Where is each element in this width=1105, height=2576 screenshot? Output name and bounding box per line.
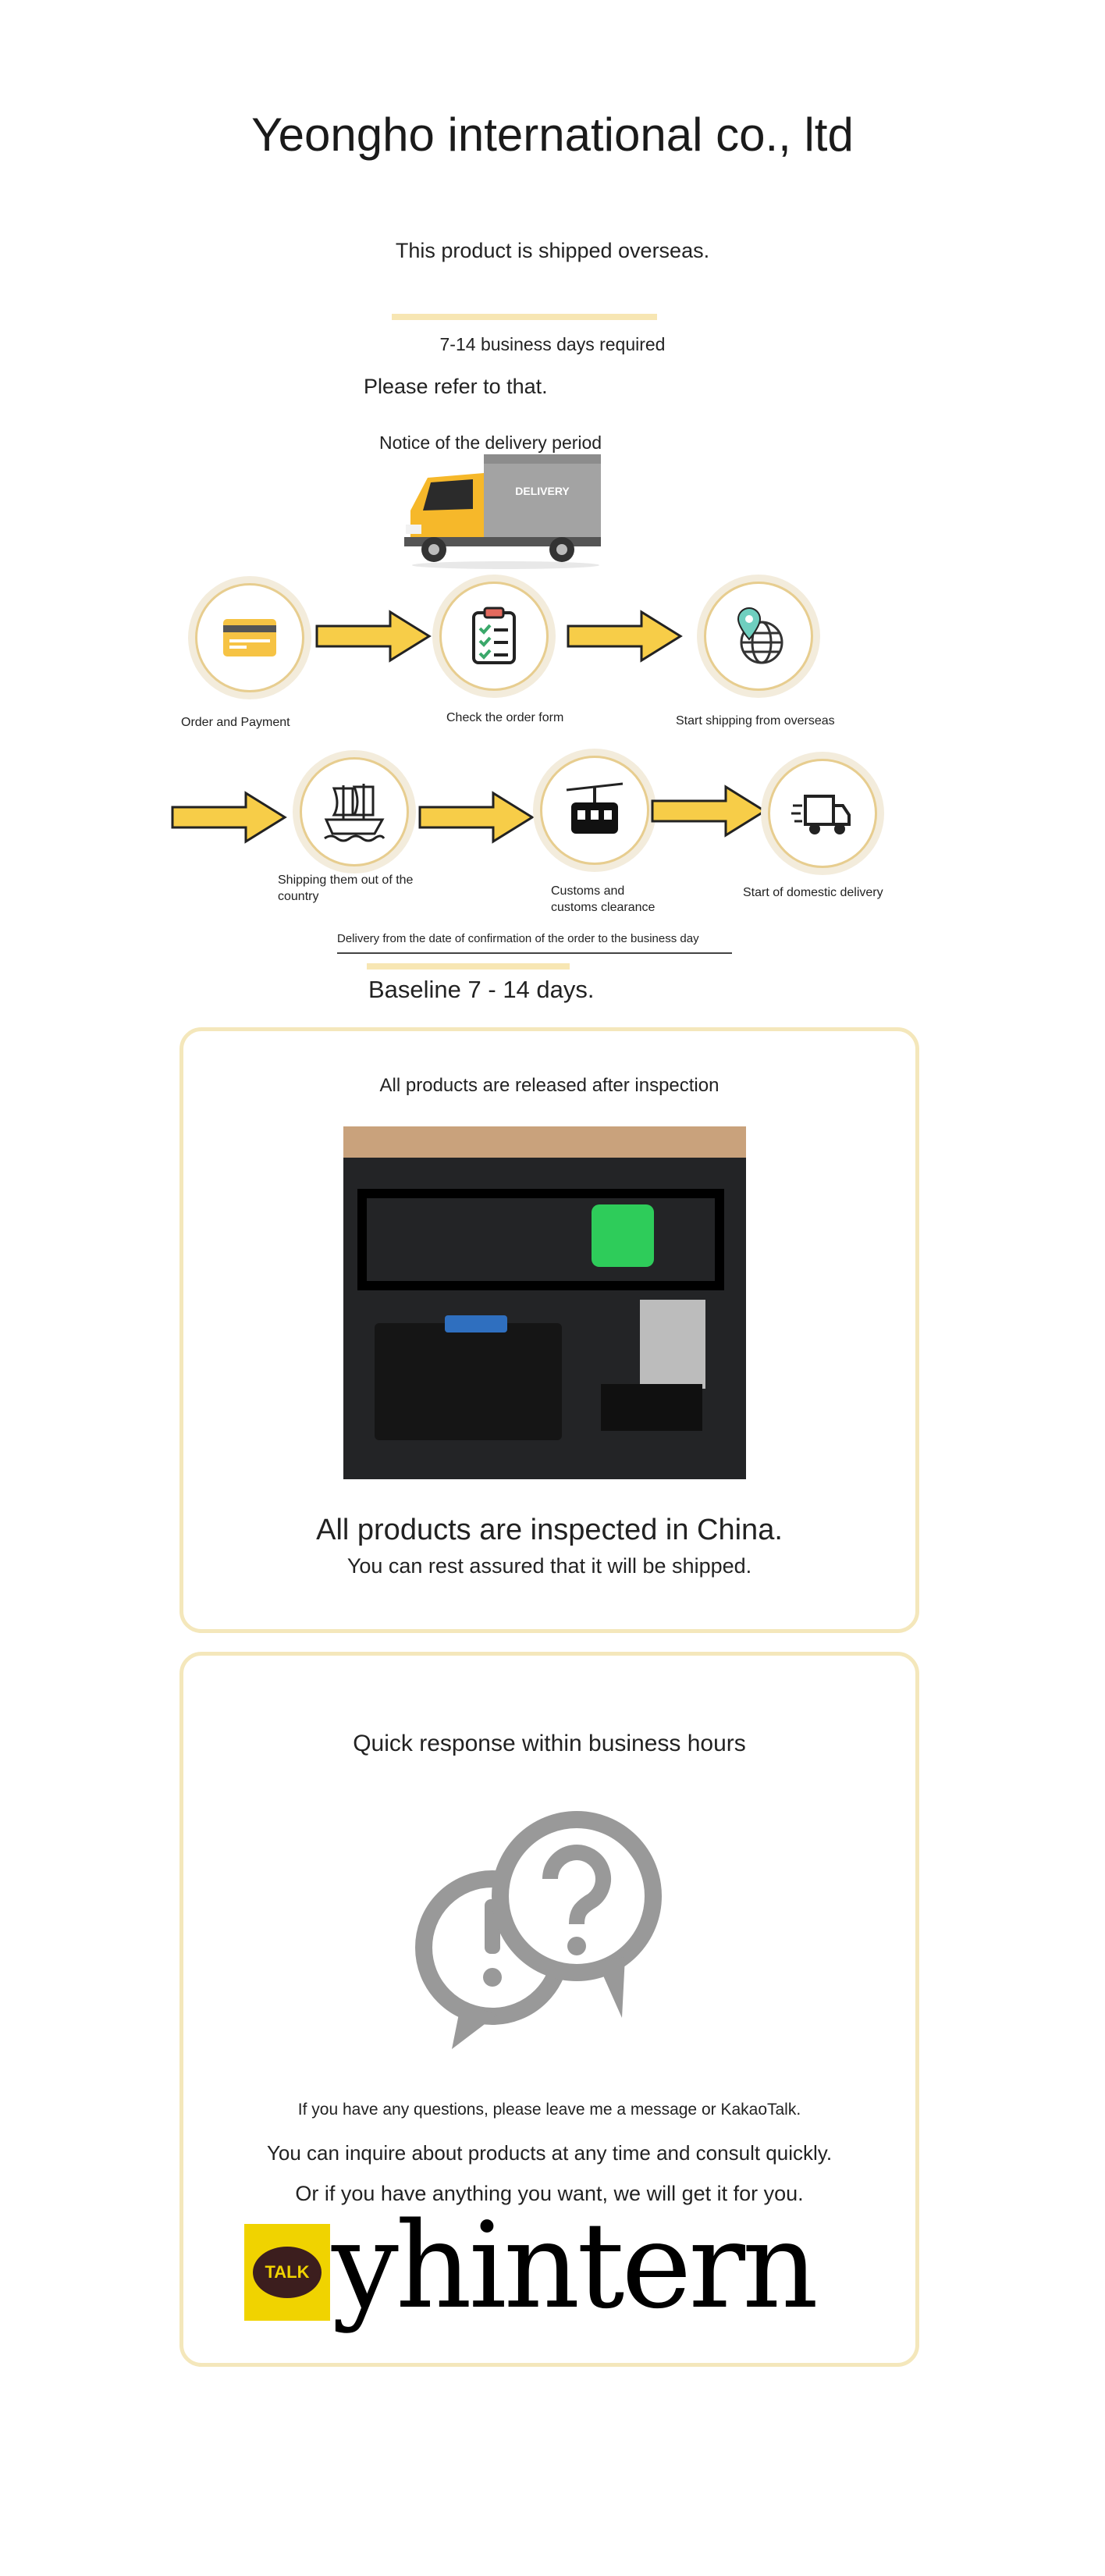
start-shipping-circle [704,582,813,691]
flow-arrow [567,609,684,664]
device-body [375,1323,562,1440]
delivery-note-text: Delivery from the date of confirmation o… [337,932,699,945]
ship-icon [324,784,386,842]
days-required-text: 7-14 business days required [439,334,666,354]
talk-bubble: TALK [253,2247,322,2298]
inspected-product-photo [343,1126,746,1479]
order-payment-circle [195,583,304,692]
contact-line2: You can inquire about products at any ti… [266,2141,833,2165]
highlight-bar [392,314,657,320]
step-domestic-delivery-label: Start of domestic delivery [743,886,883,899]
delivery-truck-icon [791,795,851,834]
clipboard-checklist-icon [472,607,516,664]
company-title: Yeongho international co., ltd [251,109,854,161]
globe-pin-icon [737,607,783,664]
kakaotalk-logo: TALK [244,2224,330,2321]
highlight-bar [367,963,570,970]
step-order-payment-label: Order and Payment [181,716,290,729]
flow-arrow [315,609,432,664]
black-block [601,1384,702,1431]
inspection-subtext: You can rest assured that it will be shi… [346,1554,752,1578]
shipped-overseas-text: This product is shipped overseas. [395,239,710,262]
box-edge [343,1126,746,1158]
divider-line [337,952,732,954]
flow-arrow [170,790,289,845]
truck-label: DELIVERY [515,485,570,497]
metal-part [640,1300,705,1389]
contact-line1: If you have any questions, please leave … [297,2101,801,2119]
contact-card: Quick response within business hours If … [179,1652,919,2367]
step-start-shipping-label: Start shipping from overseas [676,714,835,728]
customs-circle [540,756,649,865]
question-exclamation-icon [410,1798,675,2063]
kakao-id-text: yhintern [332,2197,819,2335]
refer-text: Please refer to that. [364,375,548,398]
check-order-circle [439,582,549,691]
cable-car-icon [566,782,624,834]
inspection-top-text: All products are released after inspecti… [379,1075,719,1096]
notice-text: Notice of the delivery period [379,432,602,453]
inspection-headline: All products are inspected in China. [316,1514,783,1546]
step-check-order-label: Check the order form [446,711,564,724]
flow-arrow [651,784,768,838]
blue-clip [445,1315,507,1332]
redaction-frame [357,1189,724,1290]
credit-card-icon [223,619,276,656]
green-adapter [592,1204,654,1267]
inspection-card: All products are released after inspecti… [179,1027,919,1633]
shipping-out-circle [300,757,409,866]
domestic-delivery-circle [768,759,877,868]
contact-line3: Or if you have anything you want, we wil… [295,2182,804,2205]
delivery-truck-illustration: DELIVERY [396,447,607,571]
baseline-text: Baseline 7 - 14 days. [368,976,595,1003]
contact-headline: Quick response within business hours [353,1731,746,1756]
flow-arrow [418,790,535,845]
